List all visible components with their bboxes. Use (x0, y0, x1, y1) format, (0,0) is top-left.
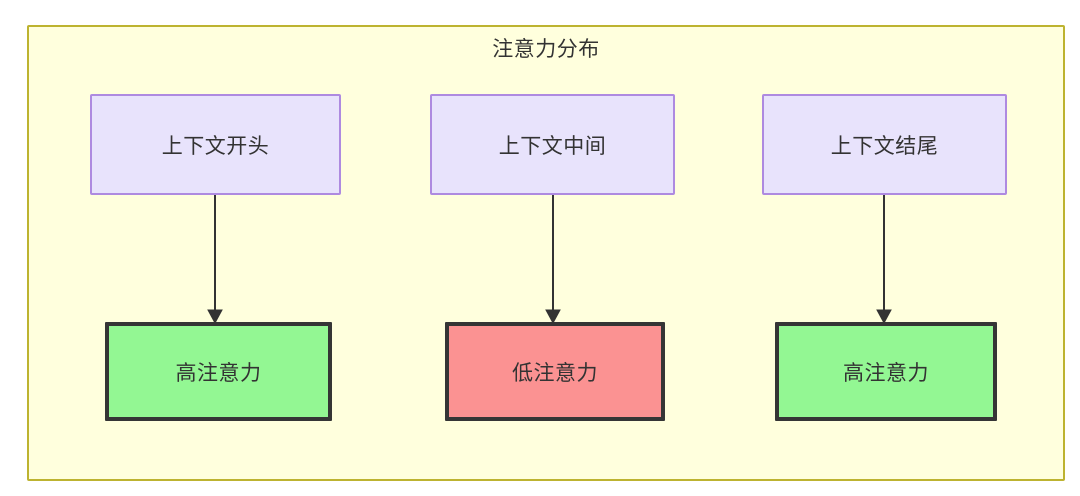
node-context-end[interactable]: 上下文结尾 (762, 94, 1007, 195)
node-label: 上下文中间 (498, 134, 607, 158)
attention-distribution-subgraph: 注意力分布 (27, 25, 1065, 481)
node-label: 上下文开头 (161, 134, 270, 158)
subgraph-title: 注意力分布 (492, 38, 600, 61)
node-label: 上下文结尾 (830, 134, 939, 158)
node-label: 高注意力 (843, 361, 929, 385)
edge-context-middle-to-low-attention (545, 195, 561, 325)
node-label: 高注意力 (175, 361, 262, 385)
node-high-attention-end[interactable]: 高注意力 (775, 322, 997, 421)
edge-context-end-to-high-attention (876, 195, 892, 325)
edge-context-start-to-high-attention (207, 195, 223, 325)
node-high-attention-start[interactable]: 高注意力 (105, 322, 332, 421)
node-label: 低注意力 (512, 361, 598, 385)
node-low-attention-middle[interactable]: 低注意力 (445, 322, 665, 421)
node-context-middle[interactable]: 上下文中间 (430, 94, 675, 195)
node-context-start[interactable]: 上下文开头 (90, 94, 341, 195)
